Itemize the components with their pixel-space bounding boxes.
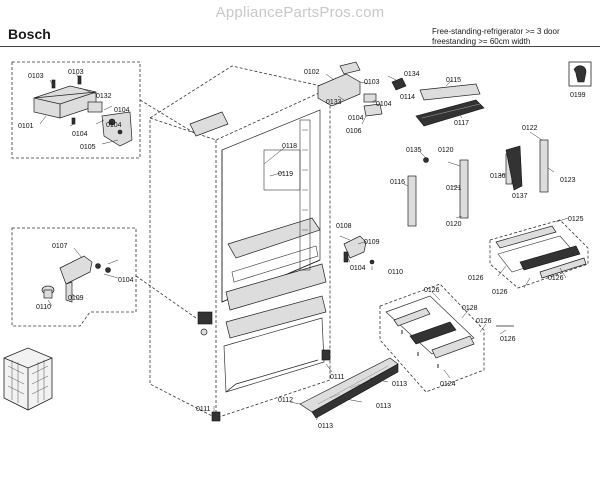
callout-0113: 0113 <box>376 403 391 410</box>
callout-0120: 0120 <box>438 147 454 154</box>
callout-0104: 0104 <box>72 131 88 138</box>
callout-0111: 0111 <box>196 406 211 413</box>
callout-0108: 0108 <box>336 223 352 230</box>
callout-0136: 0136 <box>490 173 506 180</box>
callout-0104: 0104 <box>376 101 392 108</box>
callout-0113: 0113 <box>318 423 333 430</box>
refrigerator-cabinet <box>149 65 331 422</box>
callout-0104: 0104 <box>106 122 122 129</box>
callout-0121: 0121 <box>446 185 462 192</box>
callout-0118: 0118 <box>282 143 297 150</box>
model-description-line-2: freestanding >= 60cm width <box>432 37 531 46</box>
callout-0134: 0134 <box>404 71 420 78</box>
callout-0104: 0104 <box>118 277 134 284</box>
center-hinge-parts <box>339 235 375 270</box>
callout-0103: 0103 <box>364 79 380 86</box>
callout-0109: 0109 <box>364 239 380 246</box>
callout-0133: 0133 <box>326 99 342 106</box>
callout-0115: 0115 <box>446 77 461 84</box>
drawer-slide-kit-upper <box>489 217 589 289</box>
callout-0126: 0126 <box>476 318 492 325</box>
callout-0126: 0126 <box>500 336 516 343</box>
callout-0112: 0112 <box>278 397 293 404</box>
callout-0199: 0199 <box>570 92 586 99</box>
callout-0117: 0117 <box>454 120 469 127</box>
brand-title: Bosch <box>8 26 51 42</box>
drawer-slide-kit-lower <box>379 283 514 393</box>
detail-link-line <box>139 99 197 135</box>
detail-link-line <box>135 275 197 319</box>
callout-0119: 0119 <box>278 171 293 178</box>
callout-0110: 0110 <box>36 304 51 311</box>
callout-0104: 0104 <box>348 115 364 122</box>
callout-0111: 0111 <box>330 374 345 381</box>
callout-0103: 0103 <box>28 73 44 80</box>
top-hinge-detail <box>11 61 141 159</box>
callout-0124: 0124 <box>440 381 456 388</box>
callout-0135: 0135 <box>406 147 422 154</box>
packaging-crate-icon <box>3 347 53 411</box>
right-top-hinge-parts <box>317 61 407 125</box>
watermark: AppliancePartsPros.com <box>215 4 385 21</box>
callout-0102: 0102 <box>304 69 320 76</box>
callout-0120: 0120 <box>446 221 462 228</box>
callout-0101: 0101 <box>18 123 34 130</box>
callout-0126: 0126 <box>548 275 564 282</box>
callout-0137: 0137 <box>512 193 528 200</box>
callout-0128: 0128 <box>462 305 478 312</box>
callout-0126: 0126 <box>424 287 440 294</box>
callout-0103: 0103 <box>68 69 84 76</box>
callout-0107: 0107 <box>52 243 68 250</box>
callout-0132: 0132 <box>96 93 112 100</box>
callout-0125: 0125 <box>568 216 584 223</box>
callout-0109: 0109 <box>68 295 84 302</box>
header-divider <box>0 46 600 47</box>
callout-0113: 0113 <box>392 381 407 388</box>
model-description-line-1: Free-standing-refrigerator >= 3 door <box>432 27 560 36</box>
callout-0106: 0106 <box>346 128 362 135</box>
bottom-hinge-detail <box>11 227 137 327</box>
callout-0126: 0126 <box>492 289 508 296</box>
callout-0104: 0104 <box>350 265 366 272</box>
base-grille <box>213 357 399 421</box>
callout-0126: 0126 <box>468 275 484 282</box>
callout-0105: 0105 <box>80 144 96 151</box>
documentation-icon <box>568 61 592 87</box>
air-filter-tray <box>415 79 485 127</box>
callout-0123: 0123 <box>560 177 576 184</box>
callout-0122: 0122 <box>522 125 538 132</box>
callout-0116: 0116 <box>390 179 405 186</box>
callout-0110: 0110 <box>388 269 403 276</box>
door-trim-parts <box>403 131 555 227</box>
callout-0114: 0114 <box>400 94 415 101</box>
callout-0104: 0104 <box>114 107 130 114</box>
